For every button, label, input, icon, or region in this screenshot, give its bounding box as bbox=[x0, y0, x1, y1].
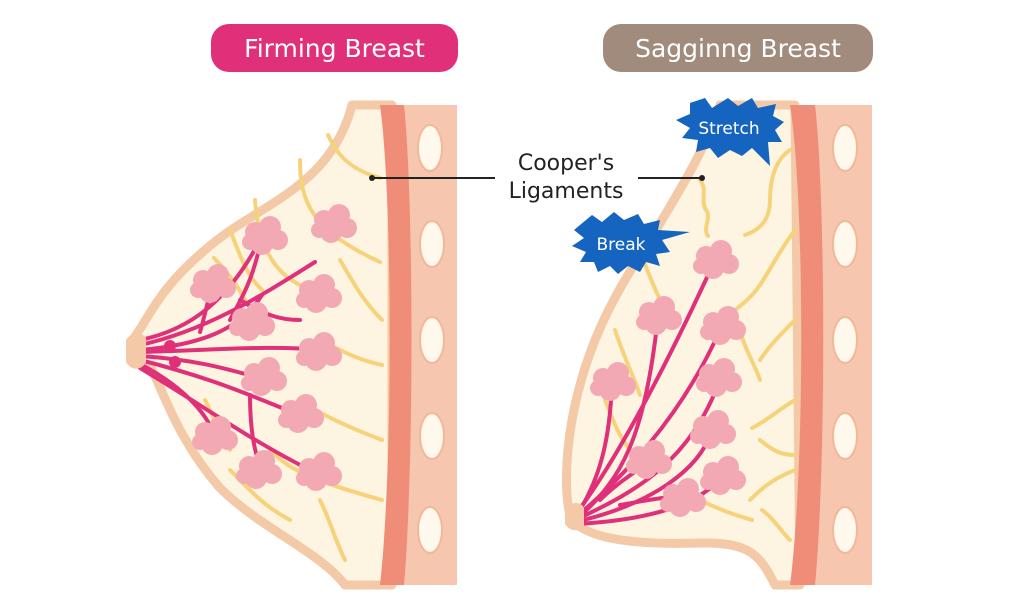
firming-breast-illustration bbox=[126, 100, 457, 590]
sagging-breast-illustration bbox=[562, 100, 872, 590]
sagging-title: Sagginng Breast bbox=[635, 34, 841, 63]
sagging-title-badge: Sagginng Breast bbox=[603, 24, 873, 72]
break-burst-shape bbox=[572, 212, 690, 274]
pectoral-muscle bbox=[380, 105, 412, 585]
firming-title: Firming Breast bbox=[244, 34, 425, 63]
coopers-ligaments-callout: Cooper's Ligaments bbox=[369, 151, 705, 204]
stretch-burst-shape bbox=[676, 98, 784, 166]
duct-opening bbox=[169, 356, 181, 368]
ligaments-label-line1: Cooper's bbox=[518, 151, 614, 176]
break-label: Break bbox=[597, 235, 646, 255]
pectoral-muscle bbox=[790, 105, 824, 585]
ribs bbox=[417, 124, 445, 554]
leader-dot-right bbox=[699, 175, 705, 181]
leader-dot-left bbox=[369, 175, 375, 181]
nipple bbox=[126, 333, 146, 369]
stretch-label: Stretch bbox=[698, 119, 759, 139]
breast-outline bbox=[562, 100, 805, 590]
ligaments-label-line2: Ligaments bbox=[509, 179, 624, 204]
nipple bbox=[565, 503, 584, 531]
stretch-burst: Stretch bbox=[676, 98, 784, 166]
duct-opening bbox=[164, 340, 176, 352]
ribs bbox=[832, 124, 858, 554]
break-burst: Break bbox=[572, 212, 690, 274]
firming-title-badge: Firming Breast bbox=[211, 24, 458, 72]
